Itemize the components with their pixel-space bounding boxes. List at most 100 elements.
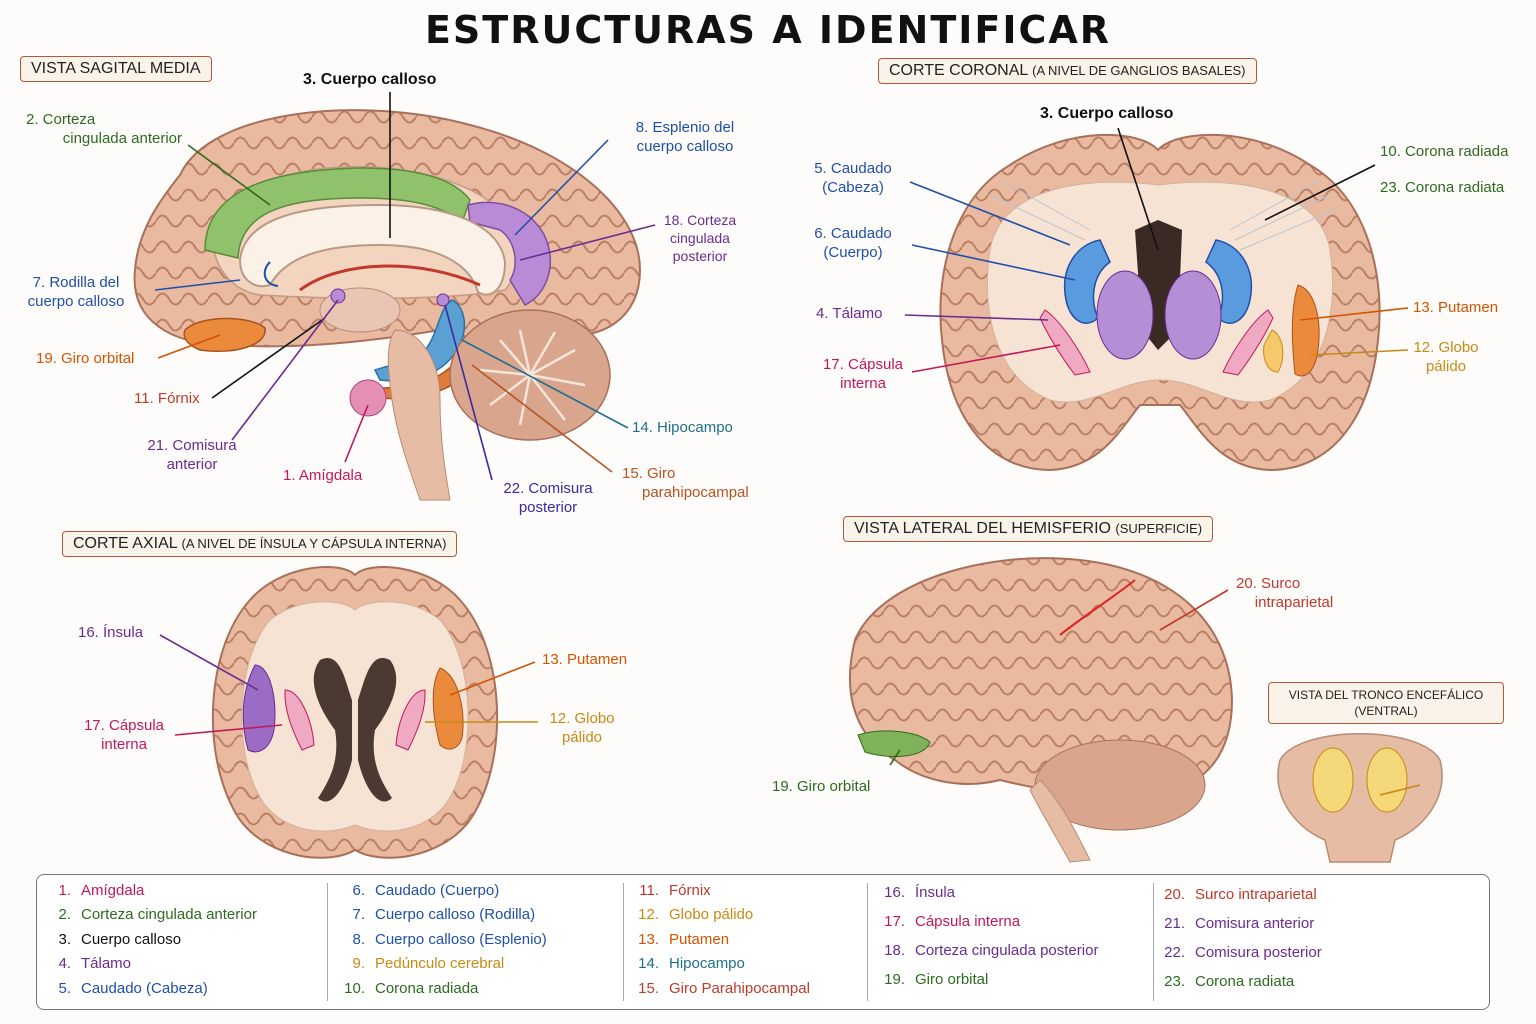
leader-l-giro	[889, 749, 901, 766]
label-c-caudado-cabeza-l2: (Cabeza)	[822, 179, 884, 196]
legend-item-number: 6.	[352, 882, 365, 899]
label-s-corteza: 2. Corteza cingulada anterior	[18, 110, 182, 148]
label-c-globo-palido: 12. Globo pálido	[1404, 338, 1488, 376]
label-s-rodilla-l2: cuerpo calloso	[27, 293, 125, 310]
panel-sagital-title: VISTA SAGITAL MEDIA	[20, 56, 212, 82]
label-s-comisura-anterior: 21. Comisura anterior	[134, 436, 250, 474]
legend-item-text: Giro Parahipocampal	[669, 979, 810, 997]
legend-item: 5.Caudado (Cabeza)	[47, 977, 257, 1001]
legend-item-number: 21.	[1164, 915, 1185, 932]
label-s-comisura-posterior-l1: 22. Comisura	[503, 480, 593, 497]
legend-item-text: Cuerpo calloso (Rodilla)	[375, 906, 536, 924]
legend-item-number: 11.	[639, 882, 659, 899]
legend-item: 14.Hipocampo	[635, 952, 810, 976]
axial-view	[211, 566, 499, 859]
legend-item: 21.Comisura anterior	[1161, 912, 1322, 941]
page-title: ESTRUCTURAS A IDENTIFICAR	[424, 8, 1112, 52]
label-a-capsula-interna: 17. Cápsula interna	[64, 716, 184, 754]
legend-item-text: Pedúnculo cerebral	[375, 955, 505, 973]
legend-item-number: 15.	[638, 979, 659, 997]
legend-item-number: 17.	[884, 913, 905, 930]
leader-s-corteza-post	[519, 224, 656, 261]
label-c-capsula-interna: 17. Cápsula interna	[800, 355, 926, 393]
panel-axial-subtitle: (A NIVEL DE ÍNSULA Y CÁPSULA INTERNA)	[181, 536, 447, 551]
legend-item-text: Fórnix	[669, 882, 711, 899]
sagittal-view	[133, 109, 642, 501]
panel-lateral-subtitle: (SUPERFICIE)	[1115, 521, 1203, 536]
leader-c-putamen	[1299, 307, 1409, 321]
intraparietal-sulcus	[1059, 579, 1136, 636]
orbital-gyrus-lateral	[857, 730, 931, 758]
legend-divider	[623, 883, 624, 1001]
leader-s-hipocampo	[461, 339, 629, 429]
peduncle-right	[1366, 747, 1408, 813]
legend-item-text: Tálamo	[81, 955, 132, 973]
leader-s-giro-orbital	[157, 334, 221, 359]
globus-right	[1263, 329, 1284, 373]
thalamus-right	[1164, 270, 1222, 360]
label-c-globo-palido-l1: 12. Globo	[1413, 339, 1479, 356]
legend-item: 20.Surco intraparietal	[1161, 883, 1322, 912]
label-s-corteza-posterior-l1: 18. Corteza	[663, 212, 737, 228]
leader-s-fornix	[211, 317, 326, 399]
legend-item-number: 7.	[352, 906, 365, 924]
legend-item: 1.Amígdala	[47, 879, 257, 903]
label-a-globo-palido-l1: 12. Globo	[549, 710, 615, 727]
leader-c-caud-cue	[911, 244, 1076, 281]
label-c-globo-palido-l2: pálido	[1425, 358, 1467, 375]
leader-s-comisura-post	[444, 304, 493, 481]
label-s-giro-parahipocampal-l2: parahipocampal	[642, 484, 749, 501]
panel-axial-title-text: CORTE AXIAL	[73, 535, 178, 552]
label-c-corona-radiata: 23. Corona radiata	[1380, 179, 1505, 196]
leader-s-corteza	[187, 144, 271, 206]
coronal-view	[939, 133, 1381, 472]
leader-s-amigdala	[344, 404, 369, 463]
caudate-right	[1205, 239, 1252, 324]
panel-axial-title: CORTE AXIAL (A NIVEL DE ÍNSULA Y CÁPSULA…	[62, 531, 458, 557]
label-s-esplenio-l2: cuerpo calloso	[636, 138, 734, 155]
brainstem-ventral	[1277, 733, 1443, 863]
legend-column-2: 6.Caudado (Cuerpo)7.Cuerpo calloso (Rodi…	[341, 879, 547, 1001]
legend-item: 19.Giro orbital	[881, 968, 1098, 997]
label-s-comisura-posterior-l2: posterior	[518, 499, 578, 516]
leader-c-globo	[1309, 349, 1409, 356]
thalamus-left	[1096, 270, 1154, 360]
legend-item: 11. Fórnix	[635, 879, 810, 903]
panel-lateral-title-text: VISTA LATERAL DEL HEMISFERIO	[854, 520, 1111, 537]
label-a-putamen: 13. Putamen	[542, 651, 628, 668]
legend-item-text: Giro orbital	[915, 971, 989, 988]
legend-divider	[867, 883, 868, 1001]
cingulate-posterior	[467, 201, 551, 306]
brainstem-sagittal	[387, 329, 451, 501]
label-l-surco-intraparietal-l1: 20. Surco	[1236, 575, 1301, 592]
brainstem-lateral	[1029, 779, 1091, 863]
label-a-capsula-interna-l2: interna	[101, 736, 147, 753]
label-a-insula: 16. Ínsula	[78, 624, 144, 641]
legend-item-text: Corona radiada	[375, 979, 479, 997]
legend-item: 3.Cuerpo calloso	[47, 928, 257, 952]
leader-s-comisura-ant	[231, 299, 339, 441]
legend-item: 8.Cuerpo calloso (Esplenio)	[341, 928, 546, 952]
legend-divider	[1153, 883, 1154, 1001]
legend-item-number: 5.	[58, 979, 71, 997]
legend-item: 4.Tálamo	[47, 952, 257, 976]
legend-item: 23.Corona radiata	[1161, 970, 1322, 999]
legend-item-number: 18.	[884, 942, 905, 959]
legend-item-number: 23.	[1164, 973, 1185, 990]
legend-item: 10.Corona radiada	[341, 977, 547, 1001]
legend-item: 17.Cápsula interna	[881, 910, 1098, 939]
corona-fibers	[989, 179, 1336, 251]
axial-ventricles	[313, 658, 397, 802]
capsule-axial-left	[284, 689, 315, 751]
leader-a-insula	[159, 634, 259, 691]
anterior-commissure-dot	[330, 288, 346, 304]
leader-l-surco	[1159, 589, 1229, 631]
corpus-callosum	[238, 203, 507, 296]
label-c-caudado-cabeza-l1: 5. Caudado	[814, 160, 892, 177]
leader-s-esplenio	[514, 139, 609, 236]
label-s-esplenio-l1: 8. Esplenio del	[635, 119, 735, 136]
legend-item-text: Comisura posterior	[1195, 944, 1322, 961]
label-c-caudado-cuerpo-l2: (Cuerpo)	[823, 244, 883, 261]
label-s-corteza-l1: 2. Corteza	[26, 111, 96, 128]
